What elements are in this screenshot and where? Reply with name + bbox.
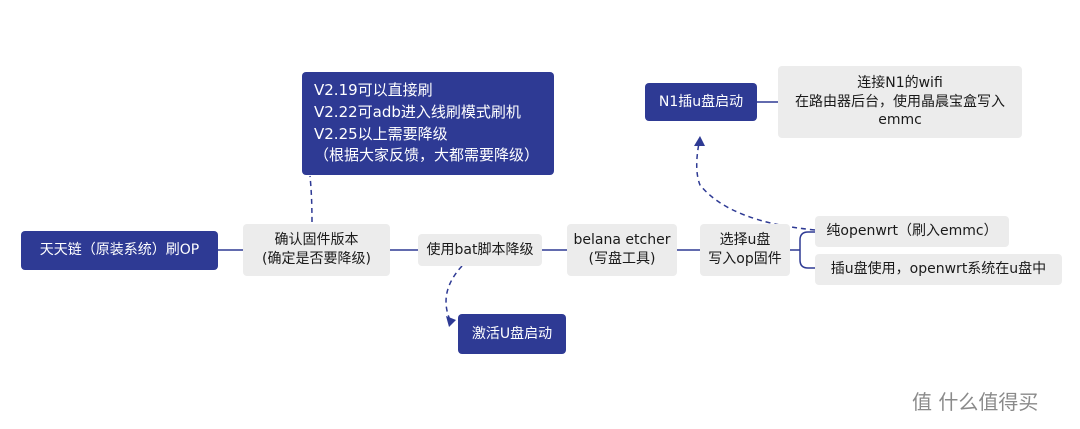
usb-openwrt-node[interactable]: 插u盘使用，openwrt系统在u盘中 bbox=[815, 254, 1062, 285]
confirm-line-2: (确定是否要降级) bbox=[262, 251, 371, 267]
wifi-line-2: 在路由器后台，使用晶晨宝盒写入 bbox=[795, 93, 1005, 110]
pure-label: 纯openwrt（刷入emmc） bbox=[826, 223, 998, 240]
version-line-3: V2.25以上需要降级 bbox=[314, 124, 448, 143]
version-line-2: V2.22可adb进入线刷模式刷机 bbox=[314, 102, 521, 121]
pure-openwrt-node[interactable]: 纯openwrt（刷入emmc） bbox=[815, 216, 1009, 247]
usb-label: 插u盘使用，openwrt系统在u盘中 bbox=[830, 261, 1047, 278]
bat-label: 使用bat脚本降级 bbox=[426, 241, 534, 258]
root-label: 天天链（原装系统）刷OP bbox=[39, 242, 200, 259]
wifi-line-3: emmc bbox=[878, 112, 922, 129]
confirm-line-1: 确认固件版本 bbox=[274, 232, 359, 249]
version-line-1: V2.19可以直接刷 bbox=[314, 81, 433, 99]
confirm-firmware-node[interactable]: 确认固件版本 (确定是否要降级) bbox=[243, 224, 390, 276]
select-line-1: 选择u盘 bbox=[719, 232, 771, 249]
link-confirm-version-note bbox=[309, 175, 313, 223]
n1-label: N1插u盘启动 bbox=[658, 93, 744, 110]
arrow-n1 bbox=[694, 136, 705, 146]
link-pure-n1 bbox=[696, 142, 816, 231]
select-line-2: 写入op固件 bbox=[708, 251, 782, 267]
activate-usb-boot-node[interactable]: 激活U盘启动 bbox=[458, 314, 566, 354]
watermark: 值 什么值得买 bbox=[912, 386, 1038, 415]
root-node[interactable]: 天天链（原装系统）刷OP bbox=[21, 231, 218, 270]
version-line-4: （根据大家反馈，大都需要降级） bbox=[314, 146, 540, 165]
select-usb-node[interactable]: 选择u盘 写入op固件 bbox=[700, 224, 790, 276]
activate-label: 激活U盘启动 bbox=[471, 325, 553, 342]
wifi-write-emmc-node[interactable]: 连接N1的wifi 在路由器后台，使用晶晨宝盒写入 emmc bbox=[778, 66, 1022, 138]
n1-usb-boot-node[interactable]: N1插u盘启动 bbox=[645, 83, 757, 121]
watermark-text: 值 什么值得买 bbox=[912, 390, 1039, 414]
belana-line-2: (写盘工具) bbox=[588, 251, 656, 267]
link-select-branch bbox=[790, 231, 815, 269]
version-note: V2.19可以直接刷 V2.22可adb进入线刷模式刷机 V2.25以上需要降级… bbox=[302, 72, 554, 175]
bat-downgrade-node[interactable]: 使用bat脚本降级 bbox=[418, 234, 542, 266]
belana-etcher-node[interactable]: belana etcher (写盘工具) bbox=[567, 224, 677, 276]
link-bat-activate bbox=[445, 265, 463, 321]
belana-line-1: belana etcher bbox=[573, 232, 671, 249]
wifi-line-1: 连接N1的wifi bbox=[857, 74, 943, 91]
arrow-activate bbox=[446, 316, 456, 327]
